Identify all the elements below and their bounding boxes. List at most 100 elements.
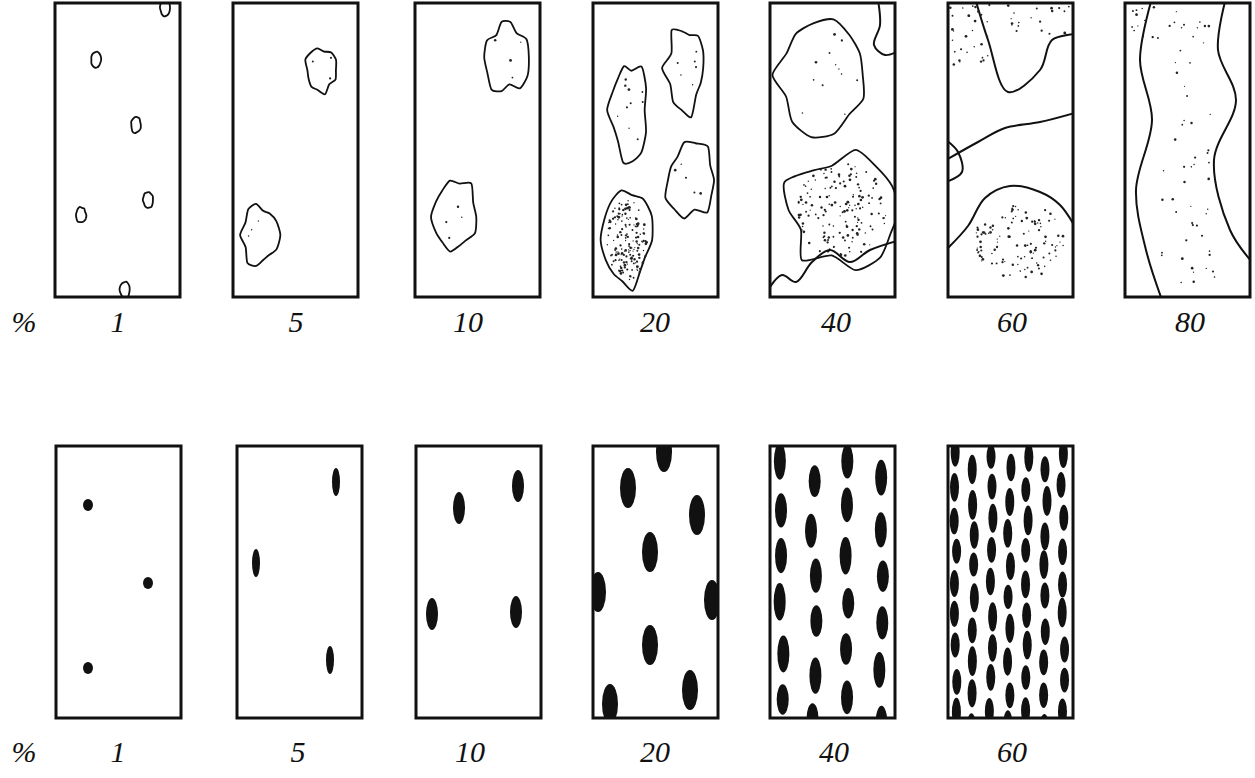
stipple-dot	[1030, 271, 1033, 274]
boundary-line	[948, 112, 1073, 160]
stipple-dot	[621, 252, 624, 255]
stipple-dot	[637, 138, 639, 140]
stipple-dot	[824, 239, 827, 242]
stipple-dot	[1181, 257, 1184, 260]
grain-mark	[1006, 454, 1015, 481]
stipple-dot	[1194, 156, 1196, 158]
stipple-dot	[643, 250, 644, 251]
stipple-dot	[830, 204, 833, 207]
stipple-dot	[813, 79, 815, 81]
stipple-dot	[639, 268, 641, 270]
stipple-dot	[1002, 258, 1004, 260]
sample-panel	[593, 446, 718, 718]
grain-mark	[842, 588, 854, 618]
stipple-dot	[997, 238, 998, 239]
grain-mark	[988, 602, 997, 631]
panel-frame	[233, 3, 358, 297]
percent-label: 60	[997, 307, 1027, 337]
stipple-dot	[619, 231, 621, 233]
panel-frame	[416, 446, 541, 718]
stipple-dot	[1037, 264, 1039, 266]
stipple-dot	[1002, 274, 1005, 277]
stipple-dot	[846, 209, 849, 212]
percent-label: 60	[997, 737, 1027, 767]
stipple-dot	[824, 188, 826, 190]
stipple-dot	[809, 196, 811, 198]
stipple-dot	[844, 240, 846, 242]
stipple-dot	[882, 217, 883, 218]
stipple-dot	[639, 233, 641, 235]
stipple-dot	[643, 240, 645, 242]
stipple-dot	[856, 232, 859, 235]
stipple-dot	[1023, 233, 1025, 235]
stipple-dot	[839, 215, 840, 216]
stipple-dot	[1005, 217, 1006, 218]
stipple-dot	[1025, 217, 1028, 220]
stipple-dot	[625, 226, 627, 228]
grain-mark	[83, 662, 93, 674]
stipple-dot	[872, 229, 874, 231]
stipple-dot	[863, 243, 866, 246]
stipple-dot	[829, 52, 831, 54]
stipple-dot	[632, 250, 633, 251]
stipple-dot	[831, 171, 833, 173]
stipple-dot	[953, 30, 954, 31]
stipple-dot	[868, 202, 870, 204]
stipple-dot	[976, 226, 978, 228]
stipple-dot	[861, 222, 863, 224]
stipple-dot	[694, 60, 696, 62]
stipple-dot	[632, 255, 634, 257]
sample-panel	[426, 470, 524, 630]
stipple-dot	[986, 21, 988, 23]
stipple-dot	[624, 207, 627, 210]
stipple-dot	[991, 262, 993, 264]
stipple-dot	[828, 224, 830, 226]
stipple-dot	[798, 214, 801, 217]
stipple-dot	[859, 207, 861, 209]
stipple-dot	[674, 169, 677, 172]
stipple-dot	[622, 272, 624, 274]
stipple-dot	[845, 221, 847, 223]
stipple-dot	[798, 216, 800, 218]
stipple-dot	[629, 209, 631, 211]
sample-panel	[240, 48, 336, 266]
stipple-dot	[624, 249, 627, 252]
grain-outline	[305, 48, 336, 94]
grain-mark	[252, 549, 260, 577]
stipple-dot	[856, 172, 858, 174]
stipple-dot	[858, 228, 860, 230]
grain-mark	[809, 465, 821, 497]
stipple-dot	[637, 236, 640, 239]
stipple-dot	[619, 270, 621, 272]
stipple-dot	[999, 235, 1000, 236]
stipple-dot	[819, 250, 821, 252]
stipple-dot	[992, 229, 994, 231]
stipple-dot	[258, 220, 259, 221]
stipple-dot	[833, 246, 835, 248]
stipple-dot	[620, 272, 623, 275]
stipple-dot	[1045, 241, 1046, 242]
stipple-dot	[1011, 18, 1012, 19]
grain-outline	[131, 117, 141, 133]
stipple-dot	[1040, 273, 1043, 276]
grain-mark	[1021, 571, 1030, 599]
stipple-dot	[1057, 235, 1059, 237]
stipple-dot	[1208, 25, 1211, 28]
stipple-dot	[880, 196, 883, 199]
stipple-dot	[629, 250, 630, 251]
stipple-dot	[1143, 36, 1144, 37]
grain-mark	[810, 559, 822, 593]
grain-mark	[1006, 552, 1015, 580]
panel-frame	[593, 446, 718, 718]
grain-mark	[332, 468, 340, 496]
stipple-dot	[619, 244, 621, 246]
stipple-dot	[631, 269, 633, 271]
stipple-dot	[848, 247, 850, 249]
stipple-dot	[852, 196, 854, 198]
stipple-dot	[639, 257, 641, 259]
stipple-dot	[1185, 239, 1187, 241]
stipple-dot	[880, 202, 882, 204]
grain-mark	[620, 468, 636, 508]
stipple-dot	[617, 219, 619, 221]
stipple-dot	[621, 215, 622, 216]
